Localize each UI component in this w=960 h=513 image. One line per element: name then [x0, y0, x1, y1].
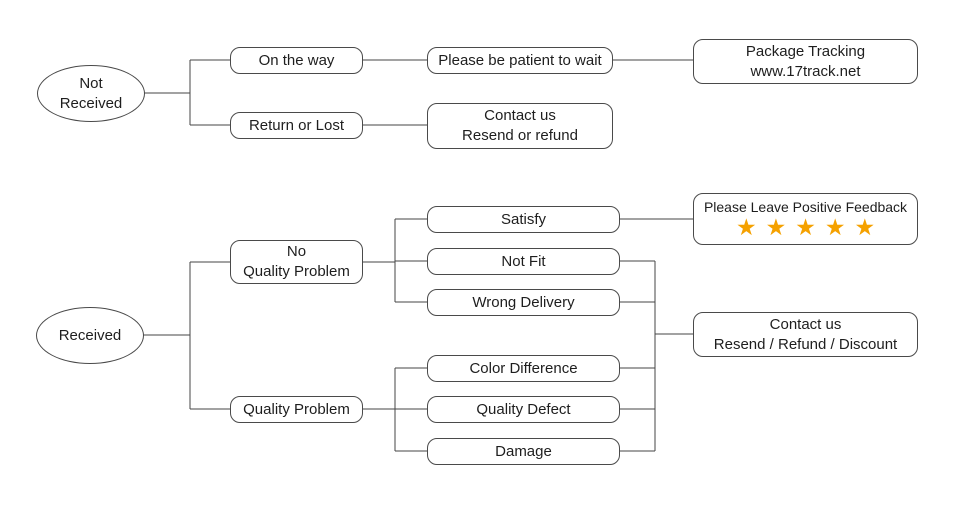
node-wrong-delivery: Wrong Delivery	[427, 289, 620, 316]
node-label: Return or Lost	[248, 116, 345, 134]
node-label: Color Difference	[469, 359, 578, 377]
star-icon: ★	[735, 214, 757, 241]
node-label: Contact us	[769, 315, 842, 333]
node-label: Not	[79, 74, 103, 92]
node-label: Resend or refund	[462, 127, 578, 144]
star-icon: ★	[765, 214, 787, 241]
node-received: Received	[36, 307, 144, 364]
node-contact-discount: Contact us Resend / Refund / Discount	[693, 312, 918, 357]
node-quality-defect: Quality Defect	[427, 396, 620, 423]
node-label: Satisfy	[500, 210, 546, 228]
star-icon: ★	[854, 214, 876, 241]
node-label: Received	[59, 94, 123, 112]
star-icon: ★	[795, 214, 816, 241]
node-label: Resend / Refund / Discount	[713, 335, 898, 353]
node-no-quality-problem: No Quality Problem	[230, 240, 363, 284]
node-contact-resend-refund: Contact us Resend or refund	[427, 103, 613, 149]
star-rating: ★ ★ ★ ★ ★	[736, 216, 875, 239]
star-icon: ★	[824, 214, 846, 241]
node-label: Damage	[495, 442, 552, 460]
tracking-url: www.17track.net	[750, 62, 861, 80]
node-return-or-lost: Return or Lost	[230, 112, 363, 139]
node-damage: Damage	[427, 438, 620, 465]
node-not-received: Not Received	[37, 65, 145, 122]
node-label: Wrong Delivery	[472, 293, 575, 311]
node-please-be-patient: Please be patient to wait	[427, 47, 613, 74]
node-label: Quality Problem	[243, 400, 350, 418]
node-label: Contact us	[484, 107, 556, 125]
node-label: Received	[58, 326, 122, 344]
node-on-the-way: On the way	[230, 47, 363, 74]
node-positive-feedback: Please Leave Positive Feedback ★ ★ ★ ★ ★	[693, 193, 918, 245]
node-label: Quality Defect	[476, 400, 571, 418]
node-label: No	[286, 243, 307, 261]
connector-path	[143, 59, 693, 452]
node-satisfy: Satisfy	[427, 206, 620, 233]
node-label: Not Fit	[501, 252, 546, 270]
node-label: Please Leave Positive Feedback	[703, 198, 908, 215]
node-label: Package Tracking	[745, 42, 866, 60]
node-package-tracking: Package Tracking www.17track.net	[693, 39, 918, 84]
node-label: Quality Problem	[243, 263, 350, 280]
node-not-fit: Not Fit	[427, 248, 620, 275]
node-label: On the way	[258, 51, 335, 69]
node-quality-problem: Quality Problem	[230, 396, 363, 423]
node-label: Please be patient to wait	[438, 51, 602, 69]
node-color-difference: Color Difference	[427, 355, 620, 382]
